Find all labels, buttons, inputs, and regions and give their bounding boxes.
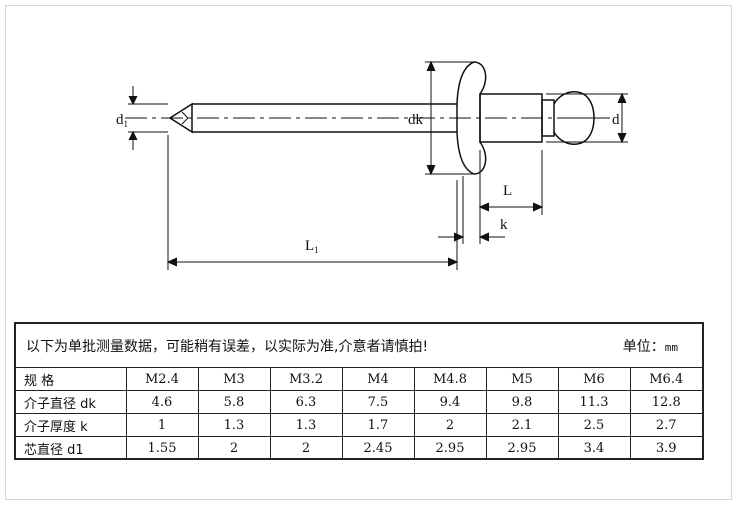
dimension-L [478, 150, 544, 215]
table-cell: 2.95 [414, 436, 487, 459]
dimension-L1 [166, 135, 459, 270]
unit-value: mm [664, 341, 678, 354]
table-cell: 2.5 [558, 413, 631, 437]
rivet-drawing: d1 dk d L k L1 [116, 60, 628, 270]
dimension-dk [425, 60, 474, 176]
table-cell: M4.8 [414, 368, 487, 391]
table-cell: 3.4 [558, 436, 631, 459]
row-label: 芯直径 d1 [16, 436, 127, 459]
table-cell: 5.8 [198, 390, 271, 414]
table-cell: M3 [198, 368, 271, 391]
table-cell: M2.4 [126, 368, 199, 391]
table-row-size: 规 格 M2.4 M3 M3.2 M4 M4.8 M5 M6 M6.4 [16, 368, 702, 391]
table-cell: 2 [198, 436, 271, 459]
mandrel-tip-mark [181, 111, 189, 125]
label-d: d [612, 112, 620, 128]
spec-table: 以下为单批测量数据，可能稍有误差，以实际为准,介意者请慎拍! 单位：mm 规 格… [14, 322, 704, 460]
table-cell: 12.8 [630, 390, 702, 414]
table-row-k: 介子厚度 k 1 1.3 1.3 1.7 2 2.1 2.5 2.7 [16, 413, 702, 437]
table-cell: M3.2 [270, 368, 343, 391]
dimension-k [438, 176, 505, 244]
table-row-d1: 芯直径 d1 1.55 2 2 2.45 2.95 2.95 3.4 3.9 [16, 436, 702, 459]
table-cell: 2.95 [486, 436, 559, 459]
dimension-d1 [128, 86, 168, 150]
table-cell: 1.7 [342, 413, 415, 437]
mandrel-neck [541, 99, 555, 137]
table-cell: M5 [486, 368, 559, 391]
table-cell: M6.4 [630, 368, 702, 391]
table-cell: 3.9 [655, 440, 677, 456]
table-cell: 1 [126, 413, 199, 437]
table-cell: M4 [342, 368, 415, 391]
table-cell: 11.3 [558, 390, 631, 414]
table-cell: 1.3 [270, 413, 343, 437]
table-cell: 7.5 [342, 390, 415, 414]
table-cell: 2.45 [342, 436, 415, 459]
label-L1: L1 [305, 238, 319, 255]
row-label: 规 格 [16, 368, 127, 391]
measurement-note: 以下为单批测量数据，可能稍有误差，以实际为准,介意者请慎拍! [26, 339, 429, 355]
table-cell: 2.1 [486, 413, 559, 437]
table-row-dk: 介子直径 dk 4.6 5.8 6.3 7.5 9.4 9.8 11.3 12.… [16, 390, 702, 414]
table-cell: 9.4 [414, 390, 487, 414]
label-k: k [500, 217, 508, 233]
label-L: L [503, 183, 512, 199]
table-cell: M6 [558, 368, 631, 391]
row-label: 介子直径 dk [16, 390, 127, 414]
unit-label: 单位：mm [622, 339, 678, 355]
table-cell: 1.3 [198, 413, 271, 437]
table-cell: 9.8 [486, 390, 559, 414]
table-cell: 2 [414, 413, 487, 437]
table-cell: 6.3 [270, 390, 343, 414]
label-dk: dk [408, 112, 424, 128]
spec-grid: 规 格 M2.4 M3 M3.2 M4 M4.8 M5 M6 M6.4 介子直径… [16, 368, 702, 459]
table-cell: 1.55 [126, 436, 199, 459]
table-cell: 4.6 [126, 390, 199, 414]
spec-note-row: 以下为单批测量数据，可能稍有误差，以实际为准,介意者请慎拍! 单位：mm [16, 324, 702, 368]
rivet-drawing-svg: d1 dk d L k L1 [116, 60, 628, 270]
mandrel-pin [168, 102, 457, 134]
label-d1: d1 [116, 112, 128, 129]
table-cell: 2.7 [630, 413, 702, 437]
dimension-d [546, 92, 628, 144]
table-cell: 2 [270, 436, 343, 459]
row-label: 介子厚度 k [16, 413, 127, 437]
